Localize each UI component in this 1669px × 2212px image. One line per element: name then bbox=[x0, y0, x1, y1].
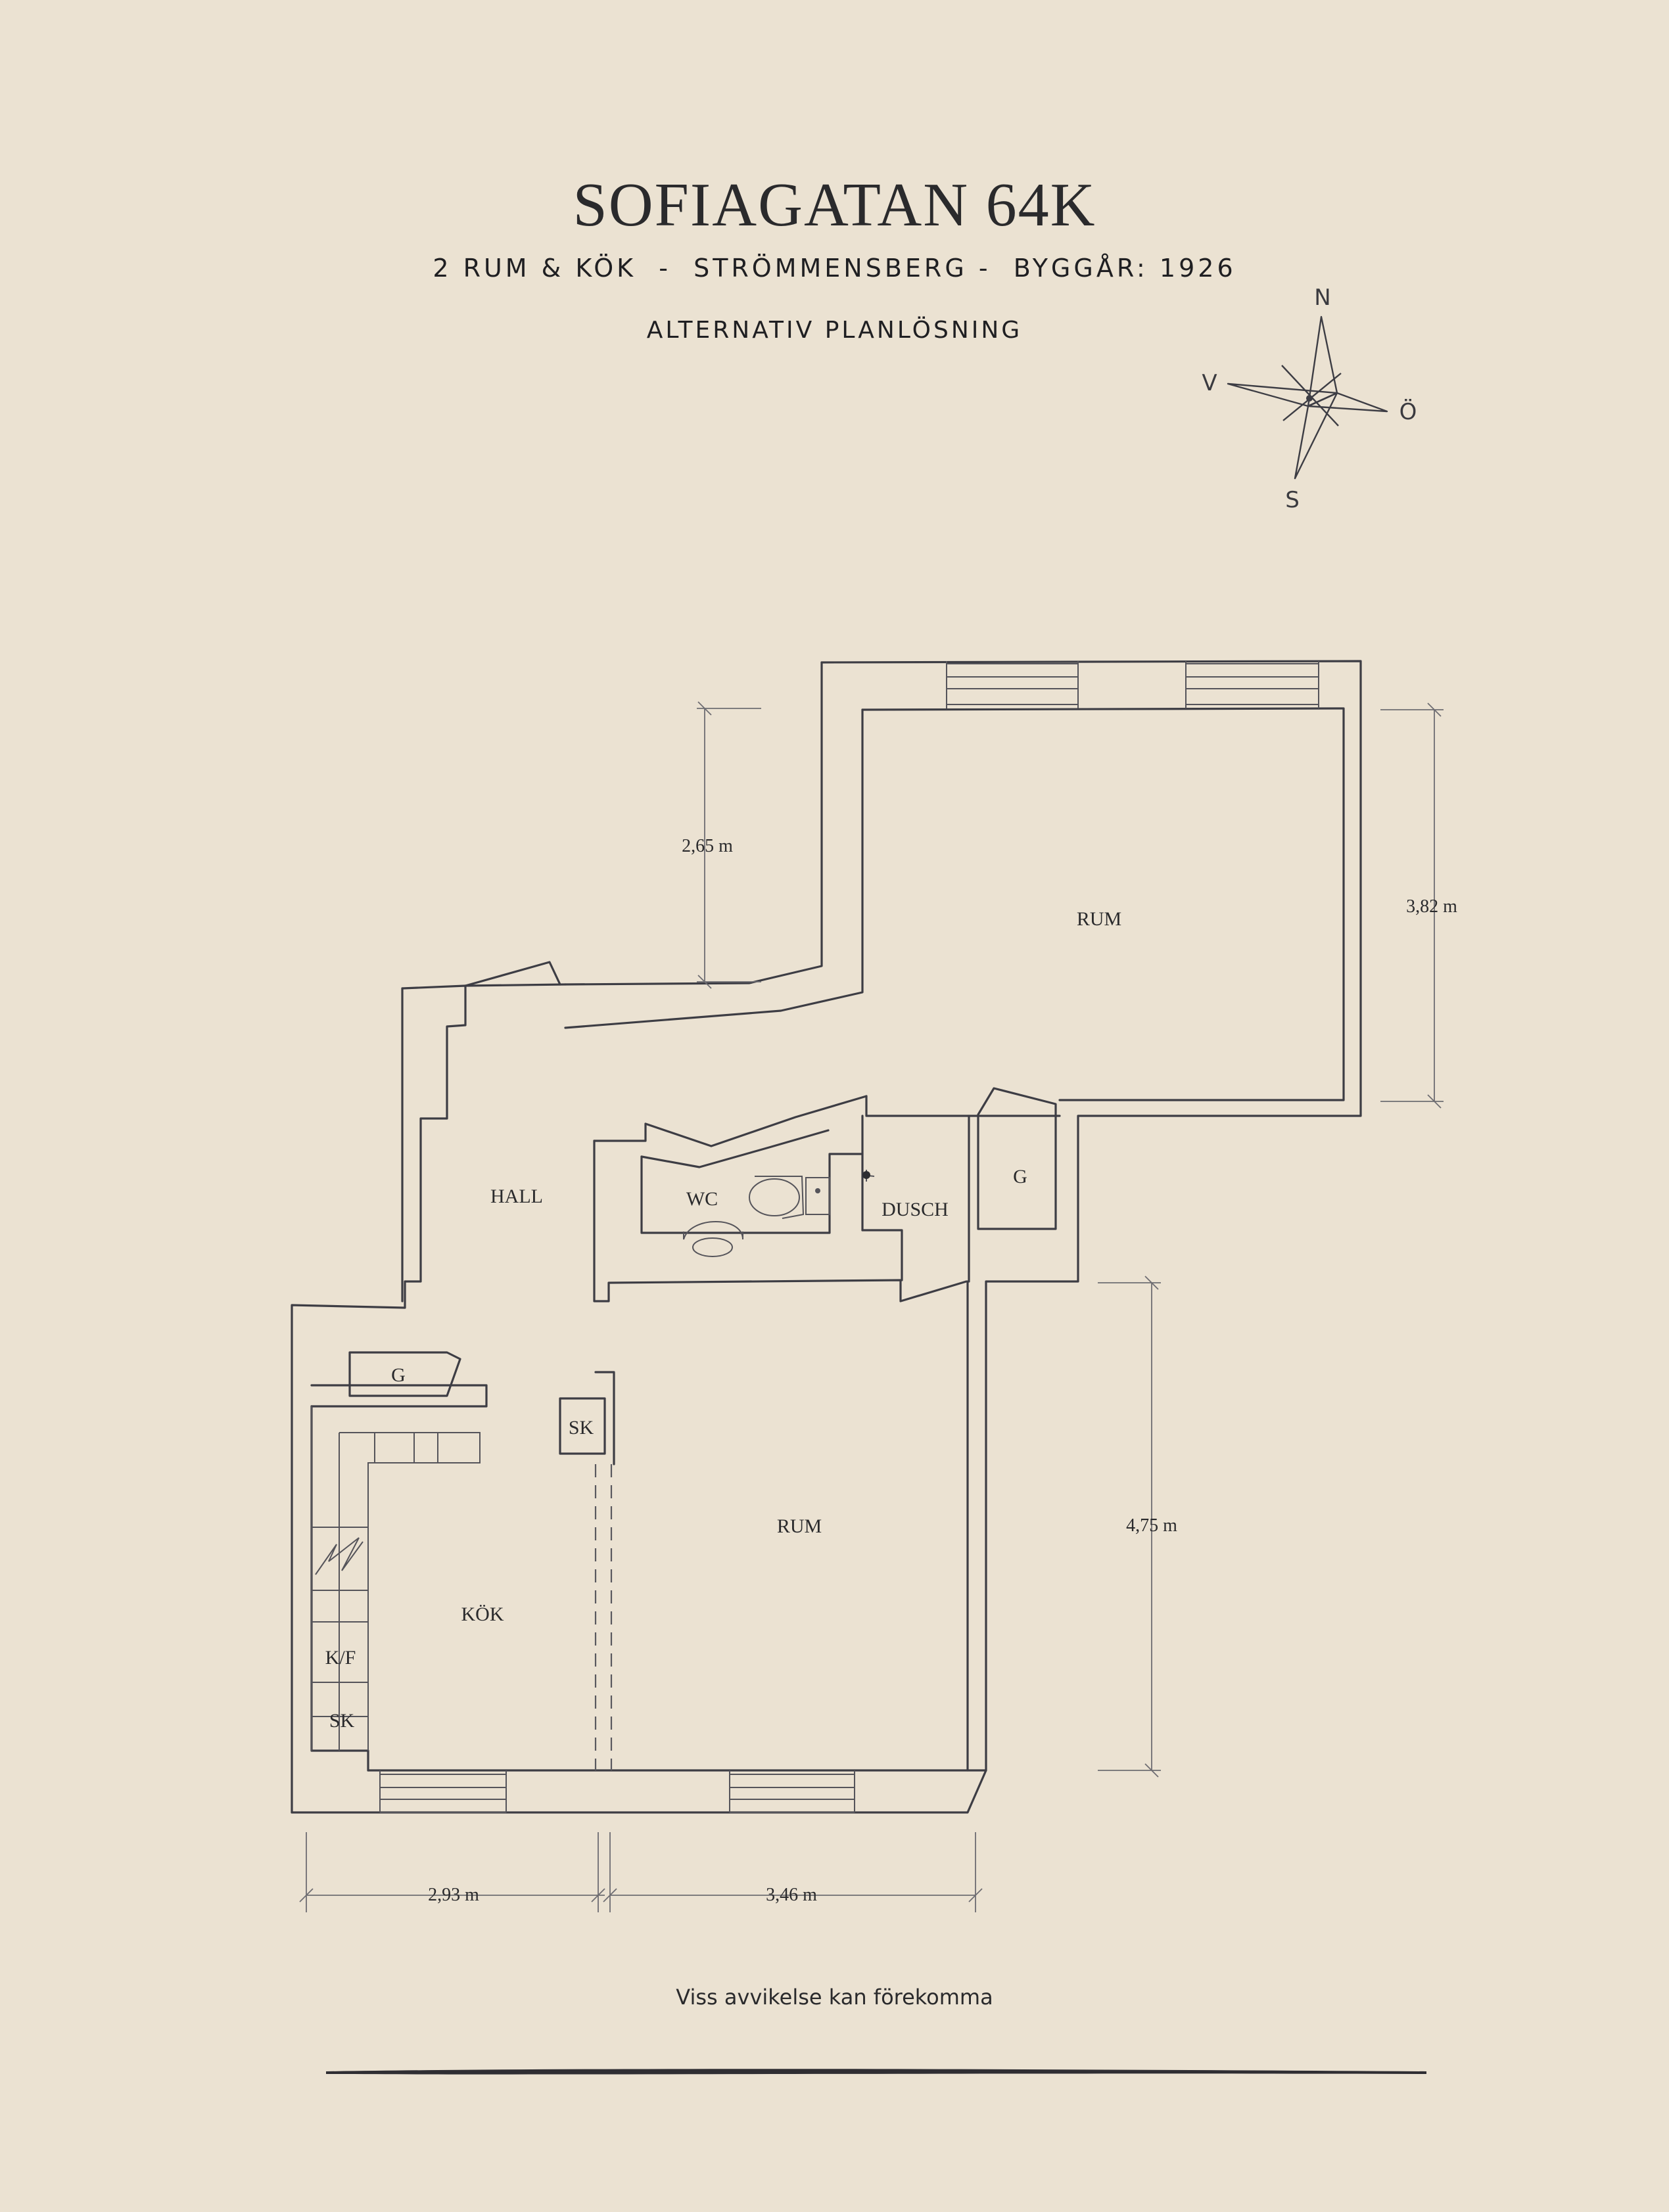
dimension-label: 2,93 m bbox=[428, 1885, 479, 1905]
footer-rule bbox=[326, 2069, 1426, 2075]
compass-north-label: N bbox=[1314, 285, 1330, 311]
room-label-hall: HALL bbox=[490, 1186, 543, 1207]
compass-east-label: Ö bbox=[1399, 398, 1417, 425]
compass-west-label: V bbox=[1202, 370, 1217, 396]
windows bbox=[379, 661, 1319, 1813]
dimension-label: 4,75 m bbox=[1126, 1515, 1177, 1536]
closet-label-g-left: G bbox=[391, 1364, 406, 1386]
closet-label-g-right: G bbox=[1013, 1166, 1027, 1187]
room-label-dusch: DUSCH bbox=[882, 1199, 949, 1220]
plan-type-label: ALTERNATIV PLANLÖSNING bbox=[646, 317, 1023, 344]
kitchen-counter bbox=[311, 1406, 481, 1751]
dimension-label: 2,65 m bbox=[682, 836, 733, 856]
property-subtitle: 2 RUM & KÖK - STRÖMMENSBERG - BYGGÅR: 19… bbox=[433, 254, 1236, 283]
dimension-label: 3,46 m bbox=[766, 1885, 817, 1905]
disclaimer: Viss avvikelse kan förekomma bbox=[676, 1985, 993, 2010]
open-divider bbox=[594, 1464, 613, 1770]
dimension-label: 3,82 m bbox=[1406, 896, 1457, 917]
appliance-label-kf: K/F bbox=[325, 1647, 356, 1669]
room-label-rum-bottom: RUM bbox=[777, 1515, 822, 1537]
room-label-rum-top: RUM bbox=[1077, 908, 1121, 930]
compass-rose-icon: N S V Ö bbox=[1202, 285, 1417, 513]
bathroom-fixtures bbox=[683, 1170, 875, 1257]
room-label-kok: KÖK bbox=[461, 1603, 504, 1625]
closet-label-sk-kitchen: SK bbox=[329, 1710, 355, 1732]
closet-label-sk-hall: SK bbox=[569, 1417, 594, 1439]
dimension-lines bbox=[299, 701, 1444, 1912]
compass-south-label: S bbox=[1285, 487, 1300, 513]
room-label-wc: WC bbox=[686, 1188, 718, 1210]
page-title: SOFIAGATAN 64K bbox=[573, 171, 1096, 239]
walls bbox=[291, 660, 1362, 1814]
